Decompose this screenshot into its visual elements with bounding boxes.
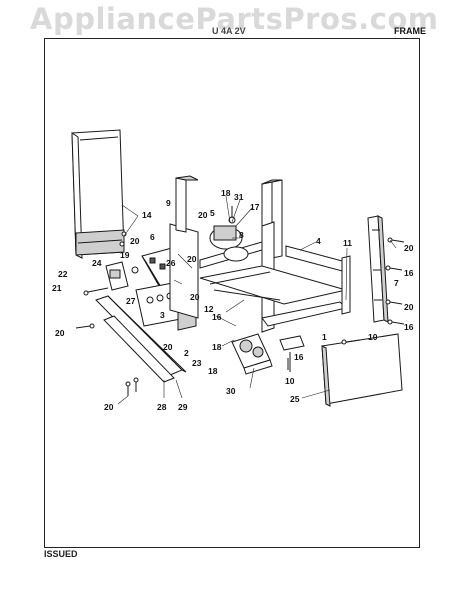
callout-20-mid: 20 (190, 292, 200, 302)
left-base-rail (95, 295, 187, 383)
main-frame (169, 175, 351, 333)
callout-20-right-mid: 20 (404, 302, 414, 312)
callout-20-left-low: 20 (55, 328, 65, 338)
motor-mount (231, 333, 273, 375)
callout-20-center: 20 (187, 254, 197, 264)
issued-status: ISSUED (44, 549, 78, 559)
callout-10-upper: 10 (368, 332, 378, 342)
callout-24: 24 (92, 258, 102, 268)
callout-25: 25 (290, 394, 300, 404)
callout-26: 26 (166, 258, 176, 268)
pump-assembly (209, 206, 249, 262)
callout-23: 23 (192, 358, 202, 368)
callout-8: 8 (239, 230, 244, 240)
callout-9: 9 (166, 198, 171, 208)
callout-7: 7 (394, 278, 399, 288)
callout-labels: 14 20 6 9 20 5 18 31 17 8 4 11 20 16 7 2… (52, 188, 414, 412)
callout-20-right-top: 20 (404, 243, 414, 253)
callout-20-left-door: 20 (130, 236, 140, 246)
callout-14: 14 (142, 210, 152, 220)
callout-18-lower: 18 (212, 342, 222, 352)
callout-27: 27 (126, 296, 136, 306)
callout-16-center: 16 (212, 312, 222, 322)
callout-16-right-low: 16 (404, 322, 414, 332)
callout-3: 3 (160, 310, 165, 320)
right-side-rail (367, 215, 389, 323)
leveling-bracket (279, 335, 305, 372)
callout-31: 31 (234, 192, 244, 202)
diagram-frame (44, 38, 420, 548)
callout-22: 22 (58, 269, 68, 279)
callout-19: 19 (120, 250, 130, 260)
callout-16-right: 16 (404, 268, 414, 278)
callout-6: 6 (150, 232, 155, 242)
callout-10-lower: 10 (285, 376, 295, 386)
callout-2: 2 (184, 348, 189, 358)
callout-18-low: 18 (208, 366, 218, 376)
callout-21: 21 (52, 283, 62, 293)
switch-assembly (83, 261, 139, 296)
callout-30: 30 (226, 386, 236, 396)
callout-5: 5 (210, 208, 215, 218)
callout-17: 17 (250, 202, 260, 212)
callout-20-upper: 20 (198, 210, 208, 220)
header-section-label: FRAME (394, 26, 426, 36)
toe-kick-panel (321, 333, 403, 407)
callout-29: 29 (178, 402, 188, 412)
door-panel (71, 129, 125, 259)
watermark: AppliancePartsPros.com (30, 2, 439, 36)
callout-11: 11 (343, 238, 352, 248)
callout-18-upper: 18 (221, 188, 231, 198)
callout-20-low-center: 20 (163, 342, 173, 352)
header-title-fragment: U 4A 2V (212, 26, 246, 36)
leader-lines (117, 195, 397, 405)
callout-28: 28 (157, 402, 167, 412)
callout-1: 1 (322, 332, 327, 342)
callout-20-bottom: 20 (104, 402, 114, 412)
callout-12: 12 (204, 304, 214, 314)
callout-16-lower: 16 (294, 352, 304, 362)
callout-4: 4 (316, 236, 321, 246)
